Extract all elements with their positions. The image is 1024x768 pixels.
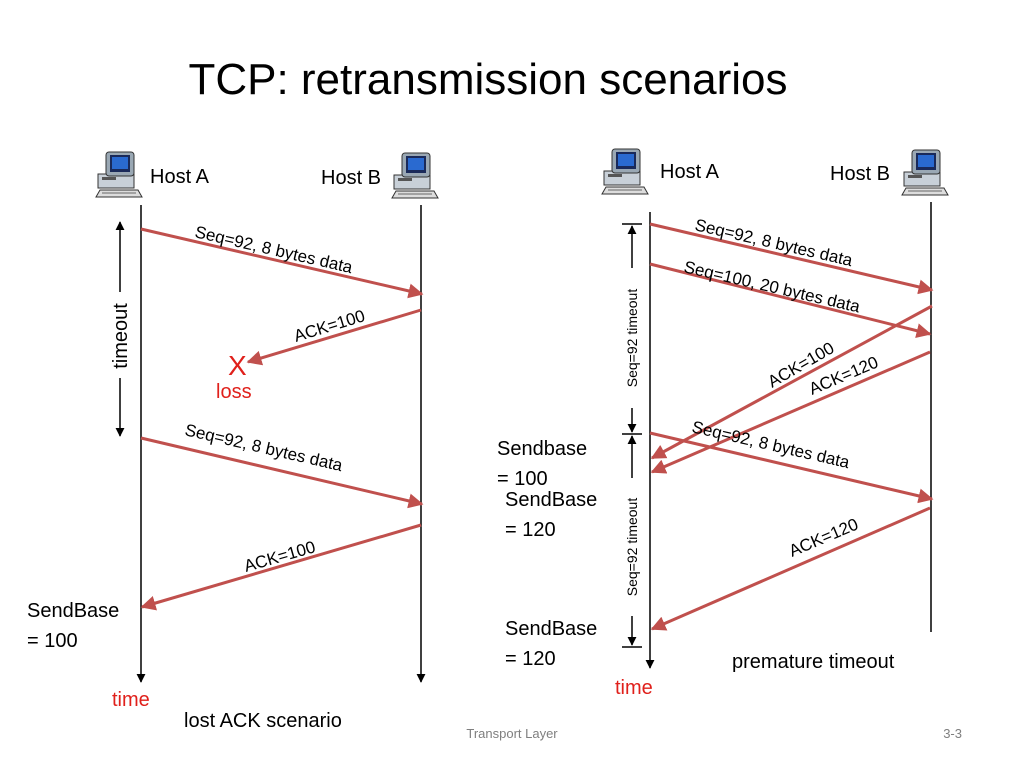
computer-icon [95, 151, 143, 198]
right-sendbase1-line2: = 100 [497, 468, 548, 490]
right-scenario: Host A Host B Seq=92 timeout Seq=92 time… [497, 148, 949, 699]
computer-icon [601, 148, 649, 195]
left-ack1-label: ACK=100 [292, 306, 368, 346]
left-ack2-arrow [140, 523, 422, 611]
left-timeout-label: timeout [110, 303, 132, 369]
right-ack1-arrow [650, 304, 933, 460]
right-caption: premature timeout [732, 651, 895, 673]
right-msg2-arrow [649, 262, 932, 339]
left-loss-label: loss [216, 381, 252, 403]
right-msg1-arrow [649, 222, 934, 295]
left-sendbase-line1: SendBase [27, 600, 119, 622]
footer-center: Transport Layer [466, 726, 558, 741]
footer-page-number: 3-3 [943, 726, 962, 741]
right-timeout1-label: Seq=92 timeout [624, 289, 640, 388]
right-host-a-label: Host A [660, 161, 720, 183]
right-msg3-arrow [649, 431, 934, 504]
left-scenario: Host A Host B timeout Seq=92, 8 bytes da… [27, 151, 439, 732]
right-sendbase1-line1: Sendbase [497, 438, 587, 460]
right-sendbase3-line2: = 120 [505, 648, 556, 670]
left-ack2-label: ACK=100 [242, 537, 318, 575]
left-caption: lost ACK scenario [184, 710, 342, 732]
left-time-label: time [112, 689, 150, 711]
right-sendbase2-line1: SendBase [505, 489, 597, 511]
right-sendbase3-line1: SendBase [505, 618, 597, 640]
left-sendbase-line2: = 100 [27, 630, 78, 652]
right-time-label: time [615, 677, 653, 699]
left-host-a-label: Host A [150, 166, 210, 188]
slide-title: TCP: retransmission scenarios [188, 55, 787, 104]
computer-icon [901, 149, 949, 196]
left-ack1-arrow [246, 308, 422, 366]
right-host-b-label: Host B [830, 163, 890, 185]
right-ack2-arrow [650, 350, 931, 474]
left-host-b-label: Host B [321, 167, 381, 189]
right-sendbase2-line2: = 120 [505, 519, 556, 541]
computer-icon [391, 152, 439, 199]
right-ack3-arrow [650, 506, 931, 631]
left-loss-mark: X [228, 350, 247, 381]
left-msg1-arrow [140, 227, 424, 299]
right-timeout2-label: Seq=92 timeout [624, 498, 640, 597]
right-msg1-label: Seq=92, 8 bytes data [693, 215, 855, 270]
left-msg2-arrow [140, 436, 424, 509]
left-msg1-label: Seq=92, 8 bytes data [193, 222, 355, 277]
